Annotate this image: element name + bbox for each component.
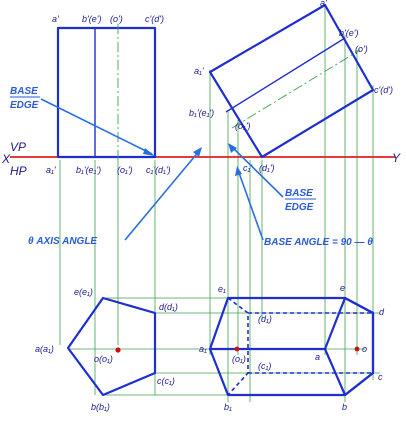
vp-label: VP <box>10 140 26 154</box>
projector-lines <box>59 5 380 402</box>
label-c-c1: c(c₁) <box>157 376 175 386</box>
label-tilted-o-prime: (o') <box>355 44 368 54</box>
label-final-c: c <box>378 372 383 382</box>
label-e-e1: e(e₁) <box>74 287 93 297</box>
label-b1-prime-e1-prime: b₁'(e₁') <box>76 165 101 175</box>
label-final-o: o <box>362 344 367 354</box>
initial-front-view <box>56 24 157 160</box>
label-b-prime-e-prime: b'(e') <box>82 14 101 24</box>
label-final-a1: a₁ <box>199 344 207 354</box>
callout-base-edge-left-line1: BASE <box>10 86 38 97</box>
label-c1-prime-d1-prime: c₁'(d₁') <box>146 165 171 175</box>
callout-base-angle-text: BASE ANGLE = 90 — θ <box>264 237 373 248</box>
callout-base-angle: BASE ANGLE = 90 — θ <box>235 166 373 248</box>
label-c-prime-d-prime: c'(d') <box>145 14 164 24</box>
label-o-o1: o(o₁) <box>94 354 113 364</box>
label-tilted-b-prime-e-prime: b'(e') <box>339 28 358 38</box>
callout-axis-angle-text: θ AXIS ANGLE <box>28 236 97 247</box>
label-d-d1: d(d₁) <box>159 302 178 312</box>
label-final-d: d <box>379 307 385 317</box>
y-label: Y <box>392 151 401 165</box>
label-tilted-a1-prime: a₁' <box>194 66 204 76</box>
label-final-e1: e₁ <box>218 284 226 294</box>
label-a-a1: a(a₁) <box>35 344 54 354</box>
label-tilted-d1: (d₁') <box>259 163 275 173</box>
x-label: X <box>1 152 11 166</box>
callout-base-edge-right: BASE EDGE <box>228 143 316 213</box>
final-top-view-centre-o1 <box>234 346 240 352</box>
label-final-d1: (d₁) <box>258 314 272 324</box>
final-top-view <box>208 296 375 397</box>
callout-axis-angle: θ AXIS ANGLE <box>28 147 202 247</box>
arrowhead-icon <box>193 147 202 157</box>
callout-base-edge-left: BASE EDGE <box>10 86 155 156</box>
callout-base-edge-right-arrow <box>229 144 284 198</box>
callout-base-edge-right-line1: BASE <box>285 188 313 199</box>
arrowhead-icon <box>143 148 155 156</box>
label-final-e: e <box>340 283 345 293</box>
label-tilted-b1-prime-e1-prime: b₁'(e₁') <box>189 108 214 118</box>
label-final-b1: b₁ <box>224 402 232 412</box>
label-tilted-a-prime: a' <box>320 0 327 8</box>
label-o1-prime: (o₁') <box>117 165 133 175</box>
label-a-prime: a' <box>52 14 59 24</box>
pentagon-outline <box>66 296 157 397</box>
label-final-a: a <box>315 352 320 362</box>
front-view-rectangle <box>56 26 157 159</box>
callout-base-edge-right-line2: EDGE <box>285 202 314 213</box>
label-tilted-c1: c₁' <box>243 163 252 173</box>
initial-top-view <box>66 296 157 397</box>
callout-base-edge-left-arrow <box>40 98 153 155</box>
label-a1-prime: a₁' <box>46 165 56 175</box>
final-top-view-end-face <box>323 296 375 397</box>
tilted-axis <box>231 49 361 129</box>
callout-axis-angle-arrow <box>124 149 201 241</box>
label-tilted-o1-prime: (o₁') <box>235 121 251 131</box>
callout-base-angle-arrow <box>237 169 264 241</box>
tilted-edge-b-e <box>225 37 346 113</box>
final-top-view-centre-o <box>354 346 360 352</box>
label-final-b: b <box>342 402 347 412</box>
label-tilted-c-prime-d-prime: c'(d') <box>374 85 393 95</box>
label-b-b1: b(b₁) <box>91 402 110 412</box>
label-final-o1: (o₁) <box>232 354 246 364</box>
callout-base-edge-left-line2: EDGE <box>10 100 39 111</box>
final-top-view-hidden-near <box>227 297 249 396</box>
tilted-front-view <box>208 3 375 159</box>
arrowhead-icon <box>228 143 237 153</box>
label-o-prime: (o') <box>110 14 123 24</box>
hp-label: HP <box>10 164 27 178</box>
tilted-front-view-rectangle <box>208 3 375 159</box>
pentagon-centre-point <box>115 347 121 353</box>
label-final-c1: (c₁) <box>258 361 271 371</box>
arrowhead-icon <box>235 166 242 176</box>
